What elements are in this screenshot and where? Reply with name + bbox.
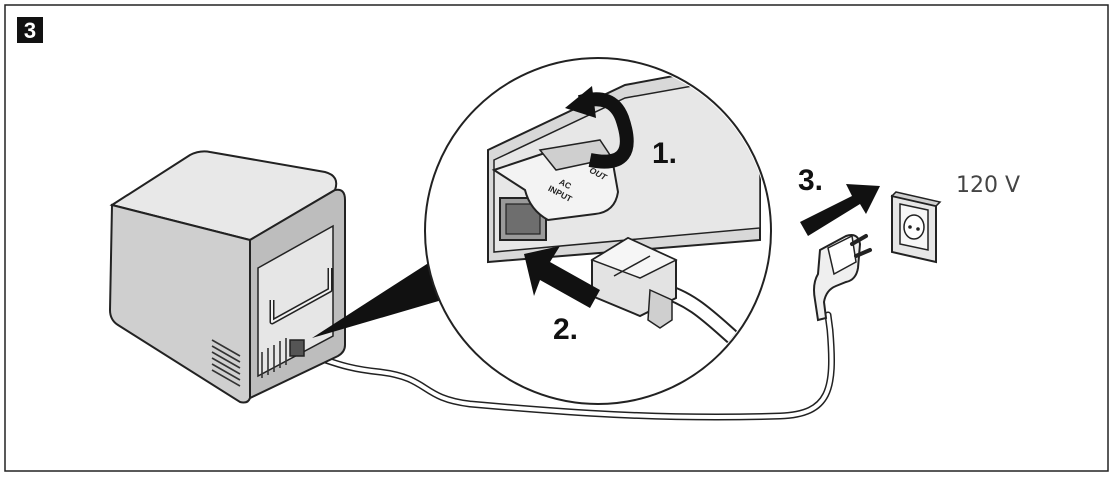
rotate-arrow-icon (565, 86, 634, 169)
wall-socket-icon (890, 191, 942, 264)
step-2-label: 2. (553, 313, 578, 346)
figure-frame (4, 4, 1109, 472)
power-cable-fill (298, 313, 834, 420)
portable-power-station-icon (108, 150, 346, 404)
mains-plug-icon (813, 234, 872, 322)
figure-number: 3 (24, 18, 36, 43)
figure-number-badge: 3 (17, 17, 43, 43)
push-arrow-icon (524, 246, 600, 308)
step-3-label: 3. (798, 164, 823, 197)
plug-in-arrow-icon (800, 184, 880, 236)
detail-magnifier: AC INPUT DC OUT (424, 57, 772, 405)
step-1-label: 1. (652, 137, 677, 170)
voltage-label: 120 V (956, 173, 1020, 198)
zoom-indicator (312, 262, 442, 338)
